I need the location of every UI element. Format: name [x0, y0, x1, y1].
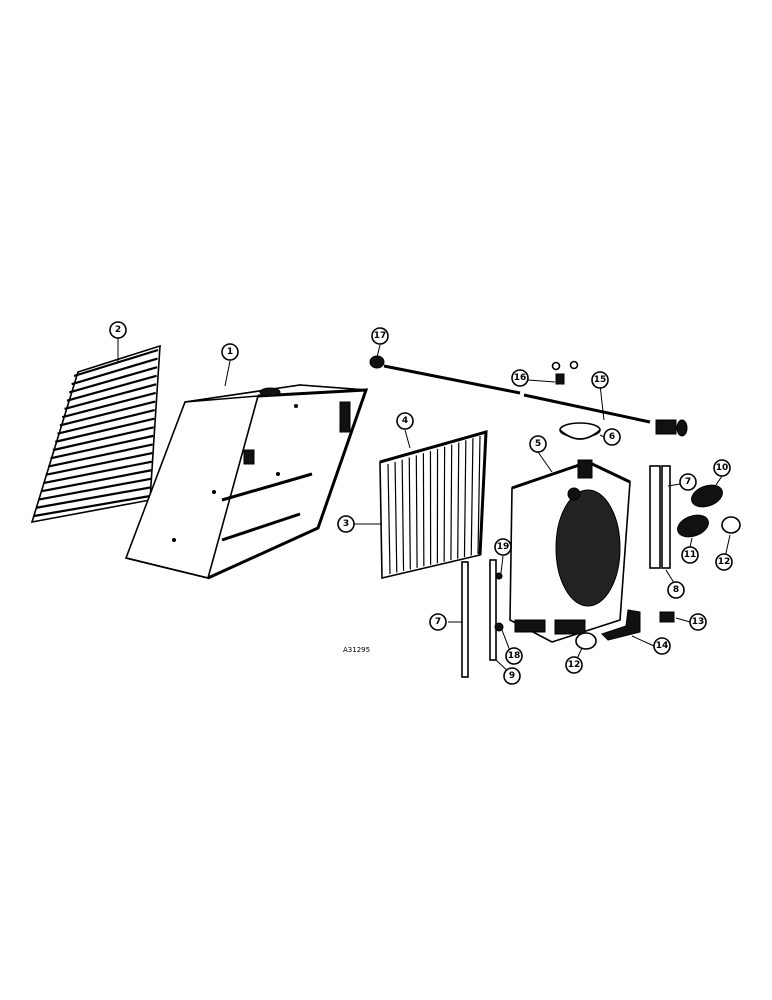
svg-text:13: 13	[692, 617, 705, 627]
callout-13: 13	[689, 613, 707, 631]
drain-cock-part	[659, 611, 675, 623]
callout-8: 8	[667, 581, 685, 599]
callout-15: 15	[591, 371, 609, 389]
callout-7-right: 7	[679, 473, 697, 491]
hood-shroud-part	[124, 384, 369, 580]
callout-19: 19	[494, 538, 512, 556]
callout-16: 16	[511, 369, 529, 387]
figure-reference-code: A31295	[343, 646, 370, 654]
callout-14: 14	[653, 637, 671, 655]
fitting-part	[551, 360, 579, 385]
callout-12-bottom: 12	[565, 656, 583, 674]
callout-10: 10	[713, 459, 731, 477]
svg-text:4: 4	[402, 416, 408, 426]
callout-17: 17	[371, 327, 389, 345]
svg-text:8: 8	[673, 585, 679, 595]
svg-text:7: 7	[435, 617, 441, 627]
callout-12-right: 12	[715, 553, 733, 571]
svg-text:14: 14	[656, 641, 669, 651]
callout-18: 18	[505, 647, 523, 665]
callout-7-left: 7	[429, 613, 447, 631]
callout-4: 4	[396, 412, 414, 430]
svg-text:3: 3	[343, 519, 349, 529]
callout-6: 6	[603, 428, 621, 446]
svg-text:19: 19	[497, 542, 510, 552]
hoses-part	[677, 484, 723, 538]
callout-3: 3	[337, 515, 355, 533]
callout-1: 1	[221, 343, 239, 361]
radiator-part	[509, 459, 631, 643]
hose-clamps-part	[575, 516, 741, 650]
svg-text:11: 11	[684, 550, 697, 560]
svg-text:12: 12	[568, 660, 581, 670]
grille-part	[30, 344, 161, 524]
svg-text:10: 10	[716, 463, 729, 473]
mounting-brackets-part	[461, 465, 671, 678]
svg-text:7: 7	[685, 477, 691, 487]
svg-text:9: 9	[509, 671, 515, 681]
fasteners-part	[494, 572, 504, 632]
callout-9: 9	[503, 667, 521, 685]
radiator-cap-part	[559, 422, 601, 440]
callout-2: 2	[109, 321, 127, 339]
svg-text:6: 6	[609, 432, 615, 442]
svg-text:17: 17	[374, 331, 387, 341]
callouts: 1 2 3 4 5 6 7 7 8 9 10 11 12 12 13 14 15…	[109, 321, 733, 685]
svg-text:16: 16	[514, 373, 527, 383]
temperature-rod-part	[369, 355, 688, 437]
svg-text:15: 15	[594, 375, 607, 385]
svg-text:2: 2	[115, 325, 121, 335]
svg-text:18: 18	[508, 651, 521, 661]
svg-text:12: 12	[718, 557, 731, 567]
svg-text:1: 1	[227, 347, 233, 357]
lower-hose-part	[601, 609, 641, 641]
svg-text:5: 5	[535, 439, 541, 449]
callout-11: 11	[681, 546, 699, 564]
callout-5: 5	[529, 435, 547, 453]
radiator-core-screen-part	[379, 429, 488, 580]
